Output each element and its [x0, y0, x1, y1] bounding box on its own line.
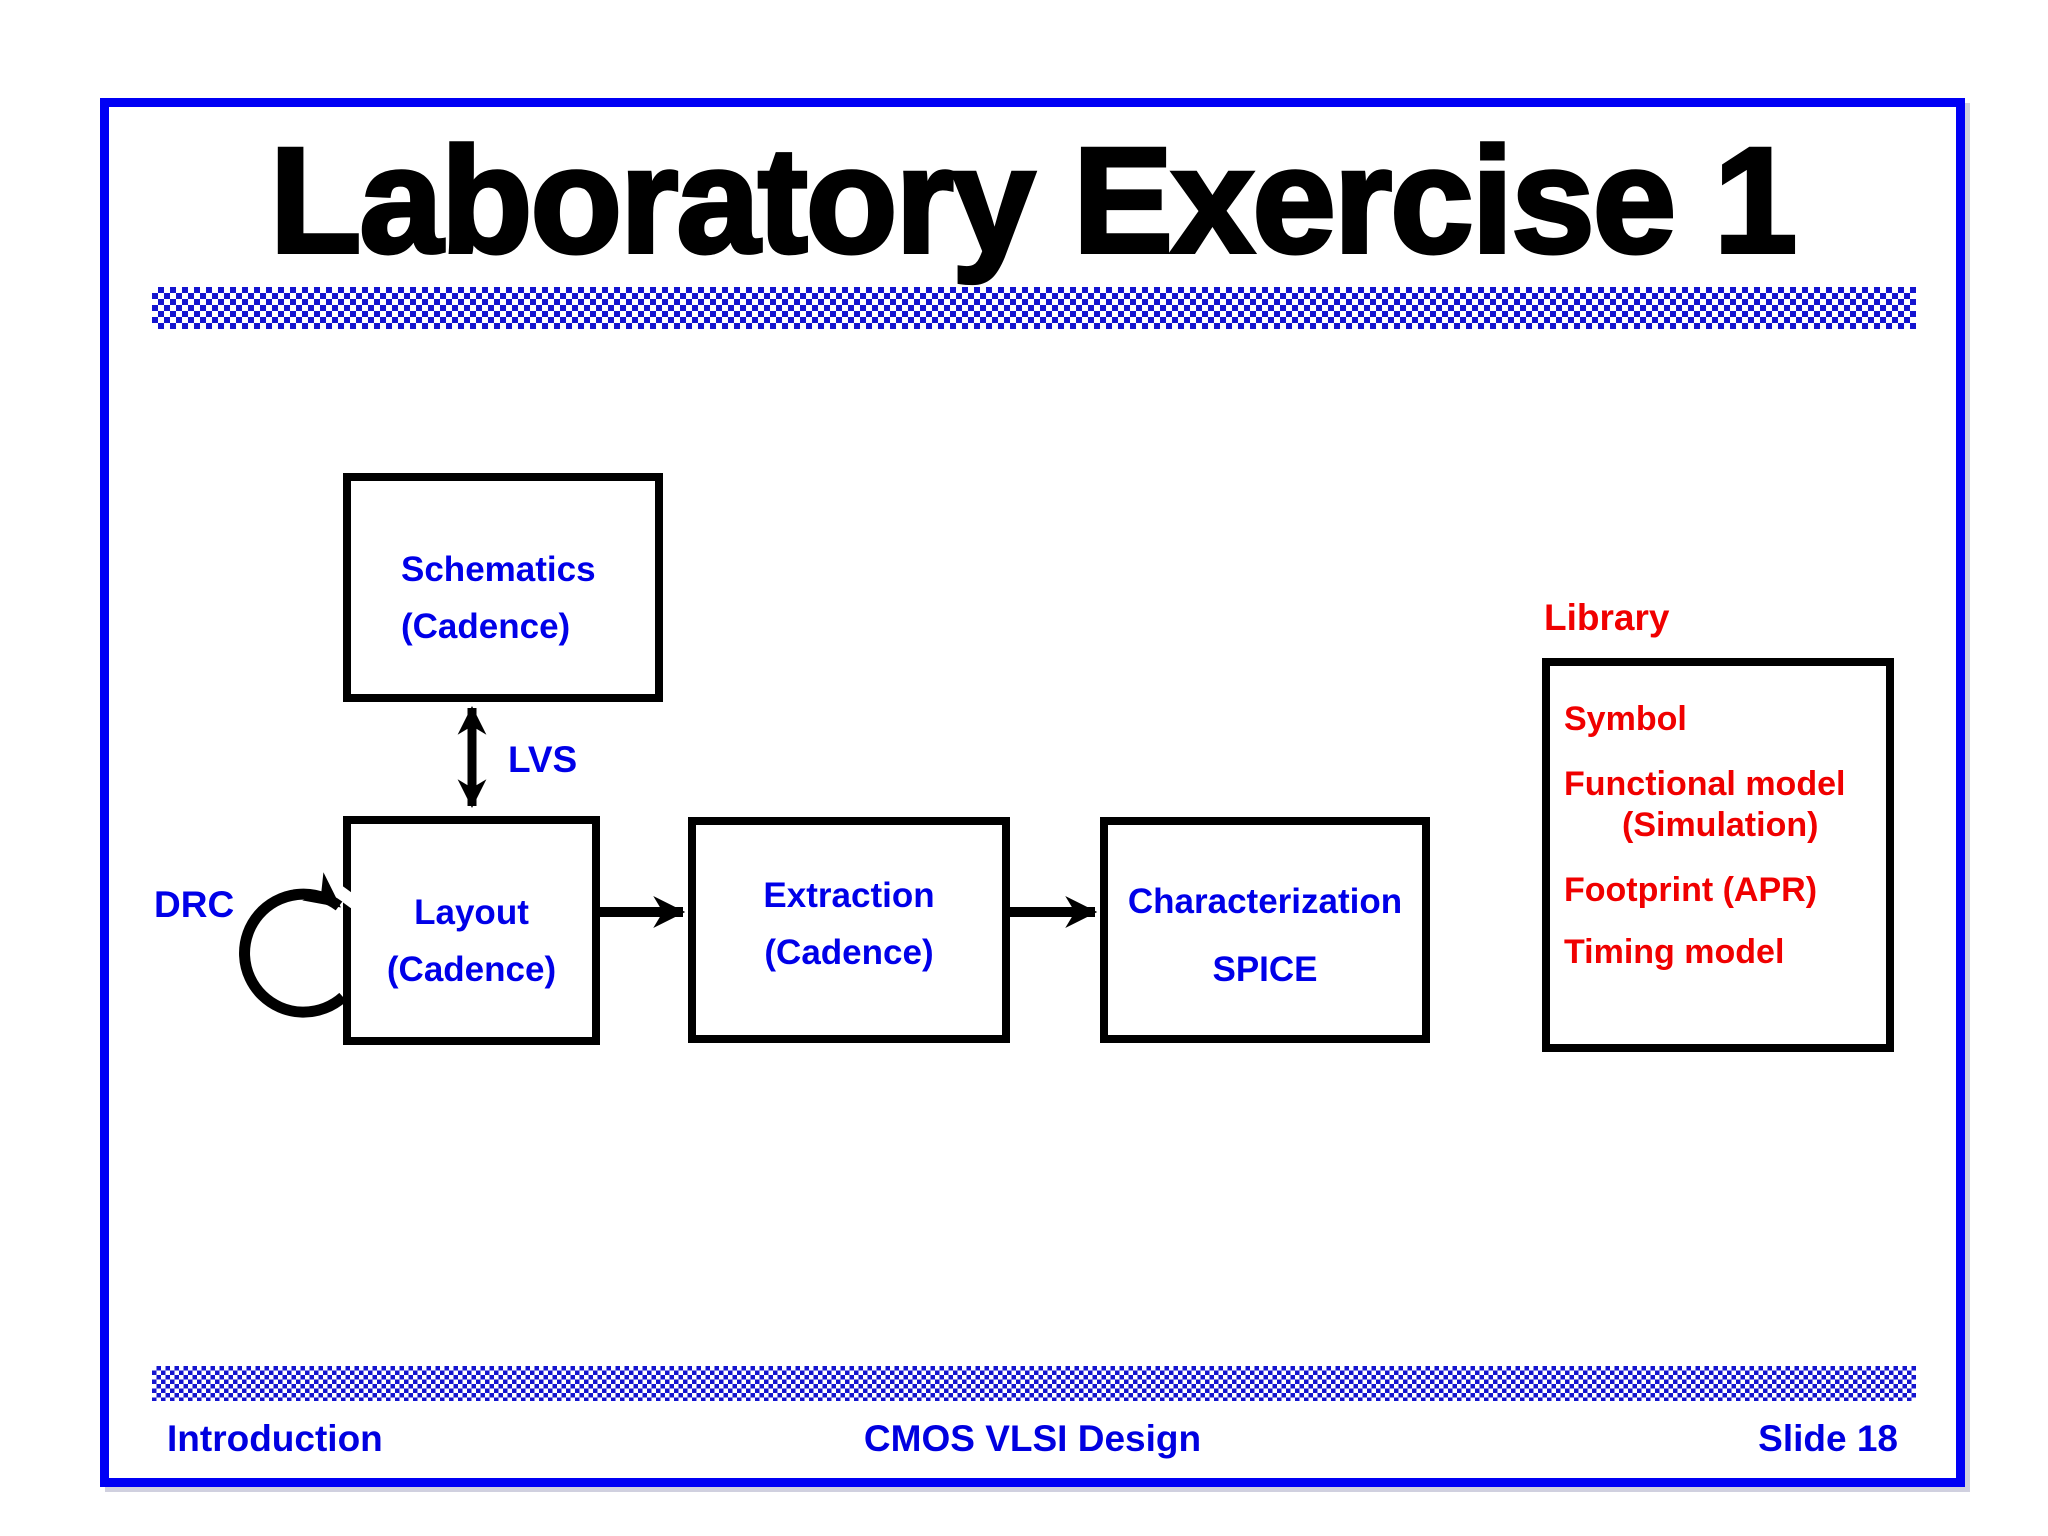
characterization-line1: Characterization	[1127, 882, 1403, 921]
characterization-line2: SPICE	[1212, 950, 1318, 989]
layout-line1: Layout	[414, 893, 529, 932]
schematics-box: Schematics (Cadence)	[343, 473, 663, 702]
footer-section: Introduction	[167, 1418, 383, 1459]
footer: Introduction CMOS VLSI Design Slide 18	[167, 1419, 1898, 1459]
extraction-line1: Extraction	[763, 876, 935, 915]
library-label: Library	[1544, 597, 1670, 638]
layout-line2: (Cadence)	[386, 950, 557, 989]
layout-box: Layout (Cadence)	[343, 816, 600, 1045]
library-item-symbol: Symbol	[1564, 700, 1687, 738]
library-item-functional-model: Functional model	[1564, 765, 1846, 803]
library-item-footprint: Footprint (APR)	[1564, 871, 1818, 909]
footer-separator-bar	[152, 1366, 1916, 1401]
extraction-line2: (Cadence)	[764, 933, 934, 972]
title-separator-bar	[152, 287, 1916, 329]
schematics-line1: Schematics	[401, 550, 596, 589]
library-item-simulation: (Simulation)	[1622, 806, 1819, 844]
footer-slide-number: Slide 18	[1758, 1418, 1898, 1459]
extraction-box: Extraction (Cadence)	[688, 817, 1010, 1043]
slide-title: Laboratory Exercise 1	[268, 114, 1799, 286]
lvs-label: LVS	[508, 739, 578, 780]
schematics-line2: (Cadence)	[401, 607, 571, 646]
library-box: Symbol Functional model (Simulation) Foo…	[1542, 658, 1894, 1052]
footer-course-title: CMOS VLSI Design	[863, 1418, 1202, 1459]
slide-frame: Laboratory Exercise 1 Schematics (Cadenc…	[100, 98, 1965, 1487]
library-item-timing-model: Timing model	[1564, 933, 1785, 971]
drc-label: DRC	[154, 884, 235, 925]
characterization-box: Characterization SPICE	[1100, 817, 1430, 1043]
drc-loop-arrow	[239, 872, 347, 1018]
